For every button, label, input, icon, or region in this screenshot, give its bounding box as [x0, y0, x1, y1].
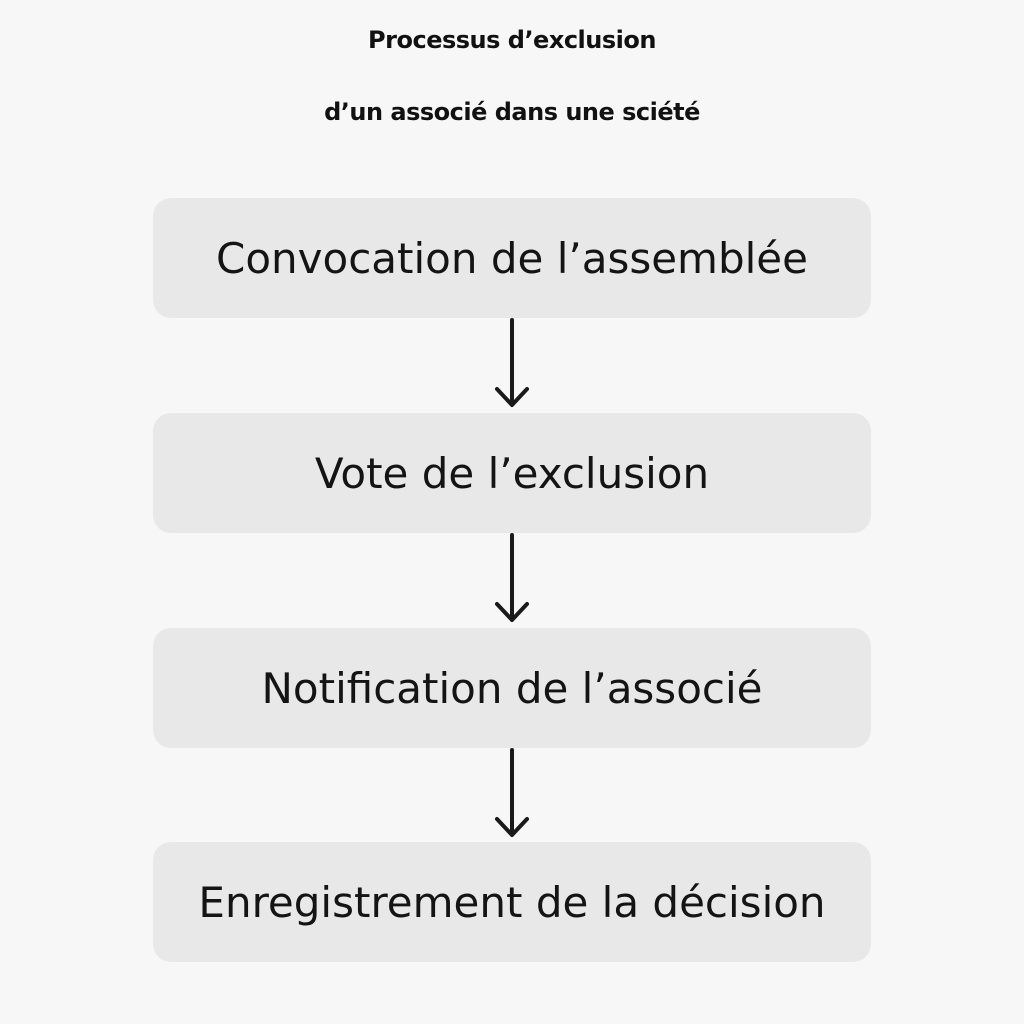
step-label: Enregistrement de la décision — [198, 877, 826, 927]
down-arrow-icon — [495, 318, 529, 407]
step-label: Convocation de l’assemblée — [216, 233, 808, 283]
step-box-convocation: Convocation de l’assemblée — [153, 198, 871, 318]
step-label: Vote de l’exclusion — [314, 448, 710, 498]
step-label: Notification de l’associé — [261, 663, 763, 713]
down-arrow-icon — [495, 533, 529, 622]
diagram-title-line-1: Processus d’exclusion — [368, 26, 656, 54]
step-box-enregistrement: Enregistrement de la décision — [153, 842, 871, 962]
diagram-title: Processus d’exclusion d’un associé dans … — [0, 4, 1024, 148]
step-box-vote: Vote de l’exclusion — [153, 413, 871, 533]
step-box-notification: Notification de l’associé — [153, 628, 871, 748]
diagram-title-line-2: d’un associé dans une sciété — [324, 98, 700, 126]
down-arrow-icon — [495, 748, 529, 837]
